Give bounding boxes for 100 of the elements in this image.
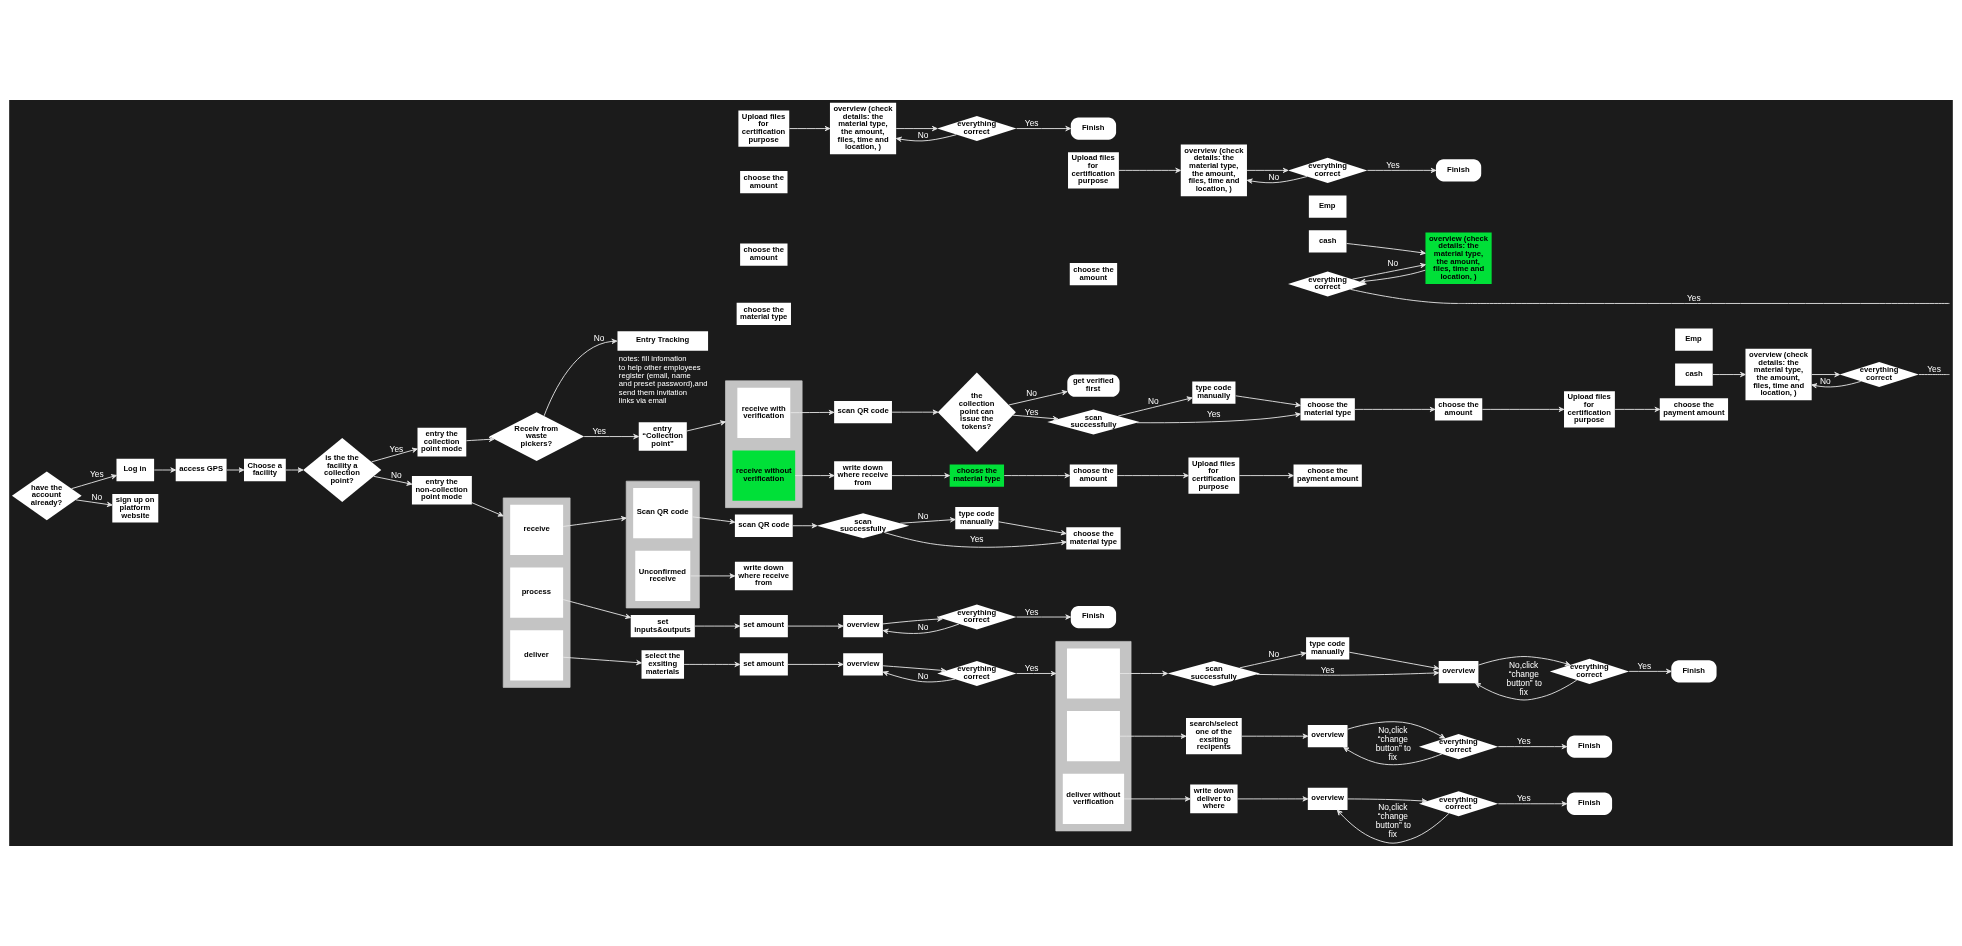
arrow: [882, 671, 956, 683]
node-box: overview: [843, 614, 883, 638]
edge-label: No,click “change button” to fix: [1375, 725, 1412, 763]
node-box: overview: [843, 653, 883, 676]
arrow: [882, 623, 960, 634]
node-box: receive with verification: [737, 387, 791, 438]
node-box: Upload files for certification purpose: [1068, 152, 1119, 189]
arrow: [226, 467, 245, 473]
arrow: [465, 436, 495, 442]
edge-label: Yes: [1024, 406, 1039, 417]
node-box: type code manually: [955, 506, 999, 530]
node-box: type code manually: [1306, 637, 1350, 660]
node-box: Finish: [1671, 660, 1717, 683]
arrow: [562, 599, 631, 619]
node-box: choose the payment amount: [1293, 464, 1362, 487]
node-diamond: scan successfully: [1167, 660, 1261, 686]
arrow: [1475, 679, 1578, 701]
node-box: entry the non-collection point mode: [411, 475, 472, 505]
node-box: choose the amount: [1434, 398, 1483, 421]
node-diamond: everything correct: [1839, 362, 1919, 388]
node-box: type code manually: [1192, 381, 1236, 404]
arrow: [1336, 809, 1450, 844]
node-diamond: scan successfully: [816, 513, 910, 539]
arrow: [1012, 414, 1059, 422]
arrow: [1123, 796, 1191, 802]
arrow: [1343, 746, 1443, 766]
arrow: [285, 467, 304, 473]
node-box: set amount: [739, 653, 788, 676]
arrow: [883, 532, 1067, 548]
arrow: [790, 409, 835, 416]
connector: [1918, 374, 1950, 375]
node-box: receive without verification: [732, 450, 796, 501]
node-diamond: everything correct: [937, 116, 1017, 142]
edge-label: Yes: [389, 443, 404, 454]
arrow: [1354, 406, 1436, 413]
arrow: [1016, 670, 1057, 677]
arrow: [1235, 395, 1301, 408]
arrow: [891, 409, 939, 415]
arrow: [153, 467, 177, 473]
arrow: [371, 447, 418, 463]
node-box: overview: [1307, 787, 1348, 811]
arrow: [1347, 798, 1428, 804]
node-box: set inputs&outputs: [630, 614, 695, 638]
node-box: Emp: [1308, 195, 1347, 218]
arrow: [694, 623, 741, 629]
edge-label: No: [917, 511, 929, 522]
arrow: [792, 523, 818, 529]
arrow: [1347, 721, 1446, 739]
arrow: [789, 125, 831, 132]
arrow: [1003, 472, 1071, 479]
arrow: [1016, 614, 1072, 620]
edge-label: Yes: [1320, 664, 1335, 675]
node-box: Emp: [1675, 328, 1713, 351]
node-box: entry “Collection point”: [638, 422, 687, 451]
connector: [1350, 288, 1950, 304]
arrow: [1351, 263, 1426, 280]
arrow: [562, 656, 642, 666]
arrow: [1246, 167, 1289, 174]
node-diamond: scan successfully: [1047, 409, 1140, 435]
edge-label: Yes: [1024, 118, 1039, 129]
arrow: [1116, 472, 1189, 479]
edge-label: Yes: [1637, 661, 1652, 672]
node-box: overview (check details: the material type, the amount, files, time and location, ): [1180, 144, 1247, 197]
arrow: [471, 502, 504, 517]
node-box: choose the material type: [736, 302, 791, 326]
node-box: entry the collection point mode: [417, 427, 467, 457]
node-box: overview (check details: the material type, the amount, files, time and location, ): [1425, 232, 1492, 284]
edge-label: Yes: [1686, 293, 1701, 304]
edge-label: No: [593, 332, 605, 343]
node-box: cash: [1308, 230, 1347, 253]
node-box: Upload files for certification purpose: [738, 110, 790, 147]
arrow: [1119, 670, 1168, 677]
node-box: access GPS: [175, 458, 227, 482]
arrow: [683, 661, 741, 668]
arrow: [882, 665, 947, 673]
arrow: [1118, 167, 1181, 174]
node-box: Log in: [116, 458, 155, 482]
node-box: overview (check details: the material type, the amount, files, time and location, ): [1745, 348, 1812, 401]
edge-label: Yes: [1517, 793, 1531, 804]
node-box: Upload files for certification purpose: [1188, 457, 1240, 494]
arrow: [1119, 733, 1187, 739]
arrow: [1614, 406, 1661, 413]
node-box: overview (check details: the material type, the amount, files, time and location, ): [829, 102, 897, 155]
arrow: [1497, 744, 1568, 750]
edge-label: Yes: [1927, 364, 1941, 375]
node-box: Finish: [1070, 605, 1117, 629]
arrow: [891, 472, 950, 479]
edge-label: Yes: [1517, 736, 1531, 747]
node-box: deliver: [510, 630, 564, 681]
node-box: Choose a facility: [244, 458, 286, 482]
node-box: overview: [1438, 660, 1479, 684]
node-box: process: [510, 567, 564, 618]
node-box: write down where receive from: [734, 561, 793, 591]
edge-label: Yes: [592, 426, 607, 437]
cluster: [725, 380, 803, 508]
node-box: receive: [510, 504, 564, 555]
edge-label: No: [1387, 258, 1399, 269]
arrow: [1237, 796, 1309, 802]
node-box: Unconfirmed receive: [635, 550, 691, 601]
edge-label: No: [1026, 387, 1037, 398]
